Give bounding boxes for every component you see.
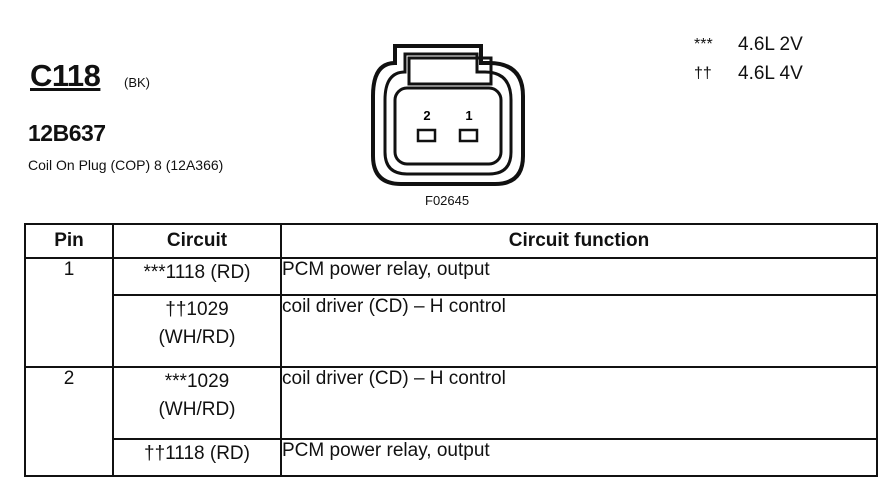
circuit-function: PCM power relay, output <box>280 257 878 296</box>
connector-face-diagram: 2 1 <box>371 44 525 186</box>
pin-label-2: 2 <box>423 108 430 123</box>
connector-inner-shell <box>383 52 513 176</box>
pin-housing <box>393 86 503 166</box>
header-circuit-function: Circuit function <box>280 223 878 259</box>
circuit-value: ***1118 (RD) <box>143 262 251 283</box>
circuit-value: ***1029 <box>164 371 230 392</box>
circuit-function: coil driver (CD) – H control <box>280 366 878 440</box>
circuit-function: PCM power relay, output <box>280 438 878 477</box>
pin-number: 2 <box>24 366 114 477</box>
table-header-row: Pin Circuit Circuit function <box>24 223 878 259</box>
circuit-function: coil driver (CD) – H control <box>280 294 878 368</box>
legend-symbol: †† <box>694 65 712 82</box>
table-row: 1 ***1118 (RD) PCM power relay, output <box>24 257 878 368</box>
pin-label-1: 1 <box>465 108 472 123</box>
table-row: 2 ***1029 (WH/RD) coil driver (CD) – H c… <box>24 366 878 477</box>
table-row: ††1029 (WH/RD) coil driver (CD) – H cont… <box>25 294 878 368</box>
circuit-cell: ††1029 (WH/RD) <box>112 294 282 368</box>
legend-text: 4.6L 4V <box>738 63 803 84</box>
legend-symbol: *** <box>694 36 713 53</box>
circuit-value: ††1029 <box>165 299 229 320</box>
pin-1-terminal <box>458 128 479 143</box>
connector-color: (BK) <box>124 75 150 90</box>
circuit-cell: ††1118 (RD) <box>112 438 282 477</box>
pin-number: 1 <box>24 257 114 368</box>
connector-outer-shell <box>371 44 525 186</box>
part-number: 12B637 <box>28 120 106 146</box>
locking-tab <box>407 56 493 86</box>
circuit-color: (WH/RD) <box>158 399 236 420</box>
legend-text: 4.6L 2V <box>738 34 803 55</box>
legend-row: †† 4.6L 4V <box>694 59 803 88</box>
header-circuit: Circuit <box>112 223 282 259</box>
pinout-table: Pin Circuit Circuit function 1 ***1118 (… <box>24 223 878 477</box>
header-pin: Pin <box>24 223 114 259</box>
connector-id: C118 <box>30 58 101 93</box>
circuit-value: ††1118 (RD) <box>144 443 250 464</box>
legend-row: *** 4.6L 2V <box>694 30 803 59</box>
table-row: ††1118 (RD) PCM power relay, output <box>25 438 878 477</box>
circuit-cell: ***1029 (WH/RD) <box>112 366 282 440</box>
circuit-cell: ***1118 (RD) <box>112 257 282 296</box>
engine-legend: *** 4.6L 2V †† 4.6L 4V <box>694 30 803 88</box>
pin-2-terminal <box>416 128 437 143</box>
circuit-color: (WH/RD) <box>158 327 236 348</box>
part-description: Coil On Plug (COP) 8 (12A366) <box>28 157 224 173</box>
figure-id: F02645 <box>425 193 470 208</box>
